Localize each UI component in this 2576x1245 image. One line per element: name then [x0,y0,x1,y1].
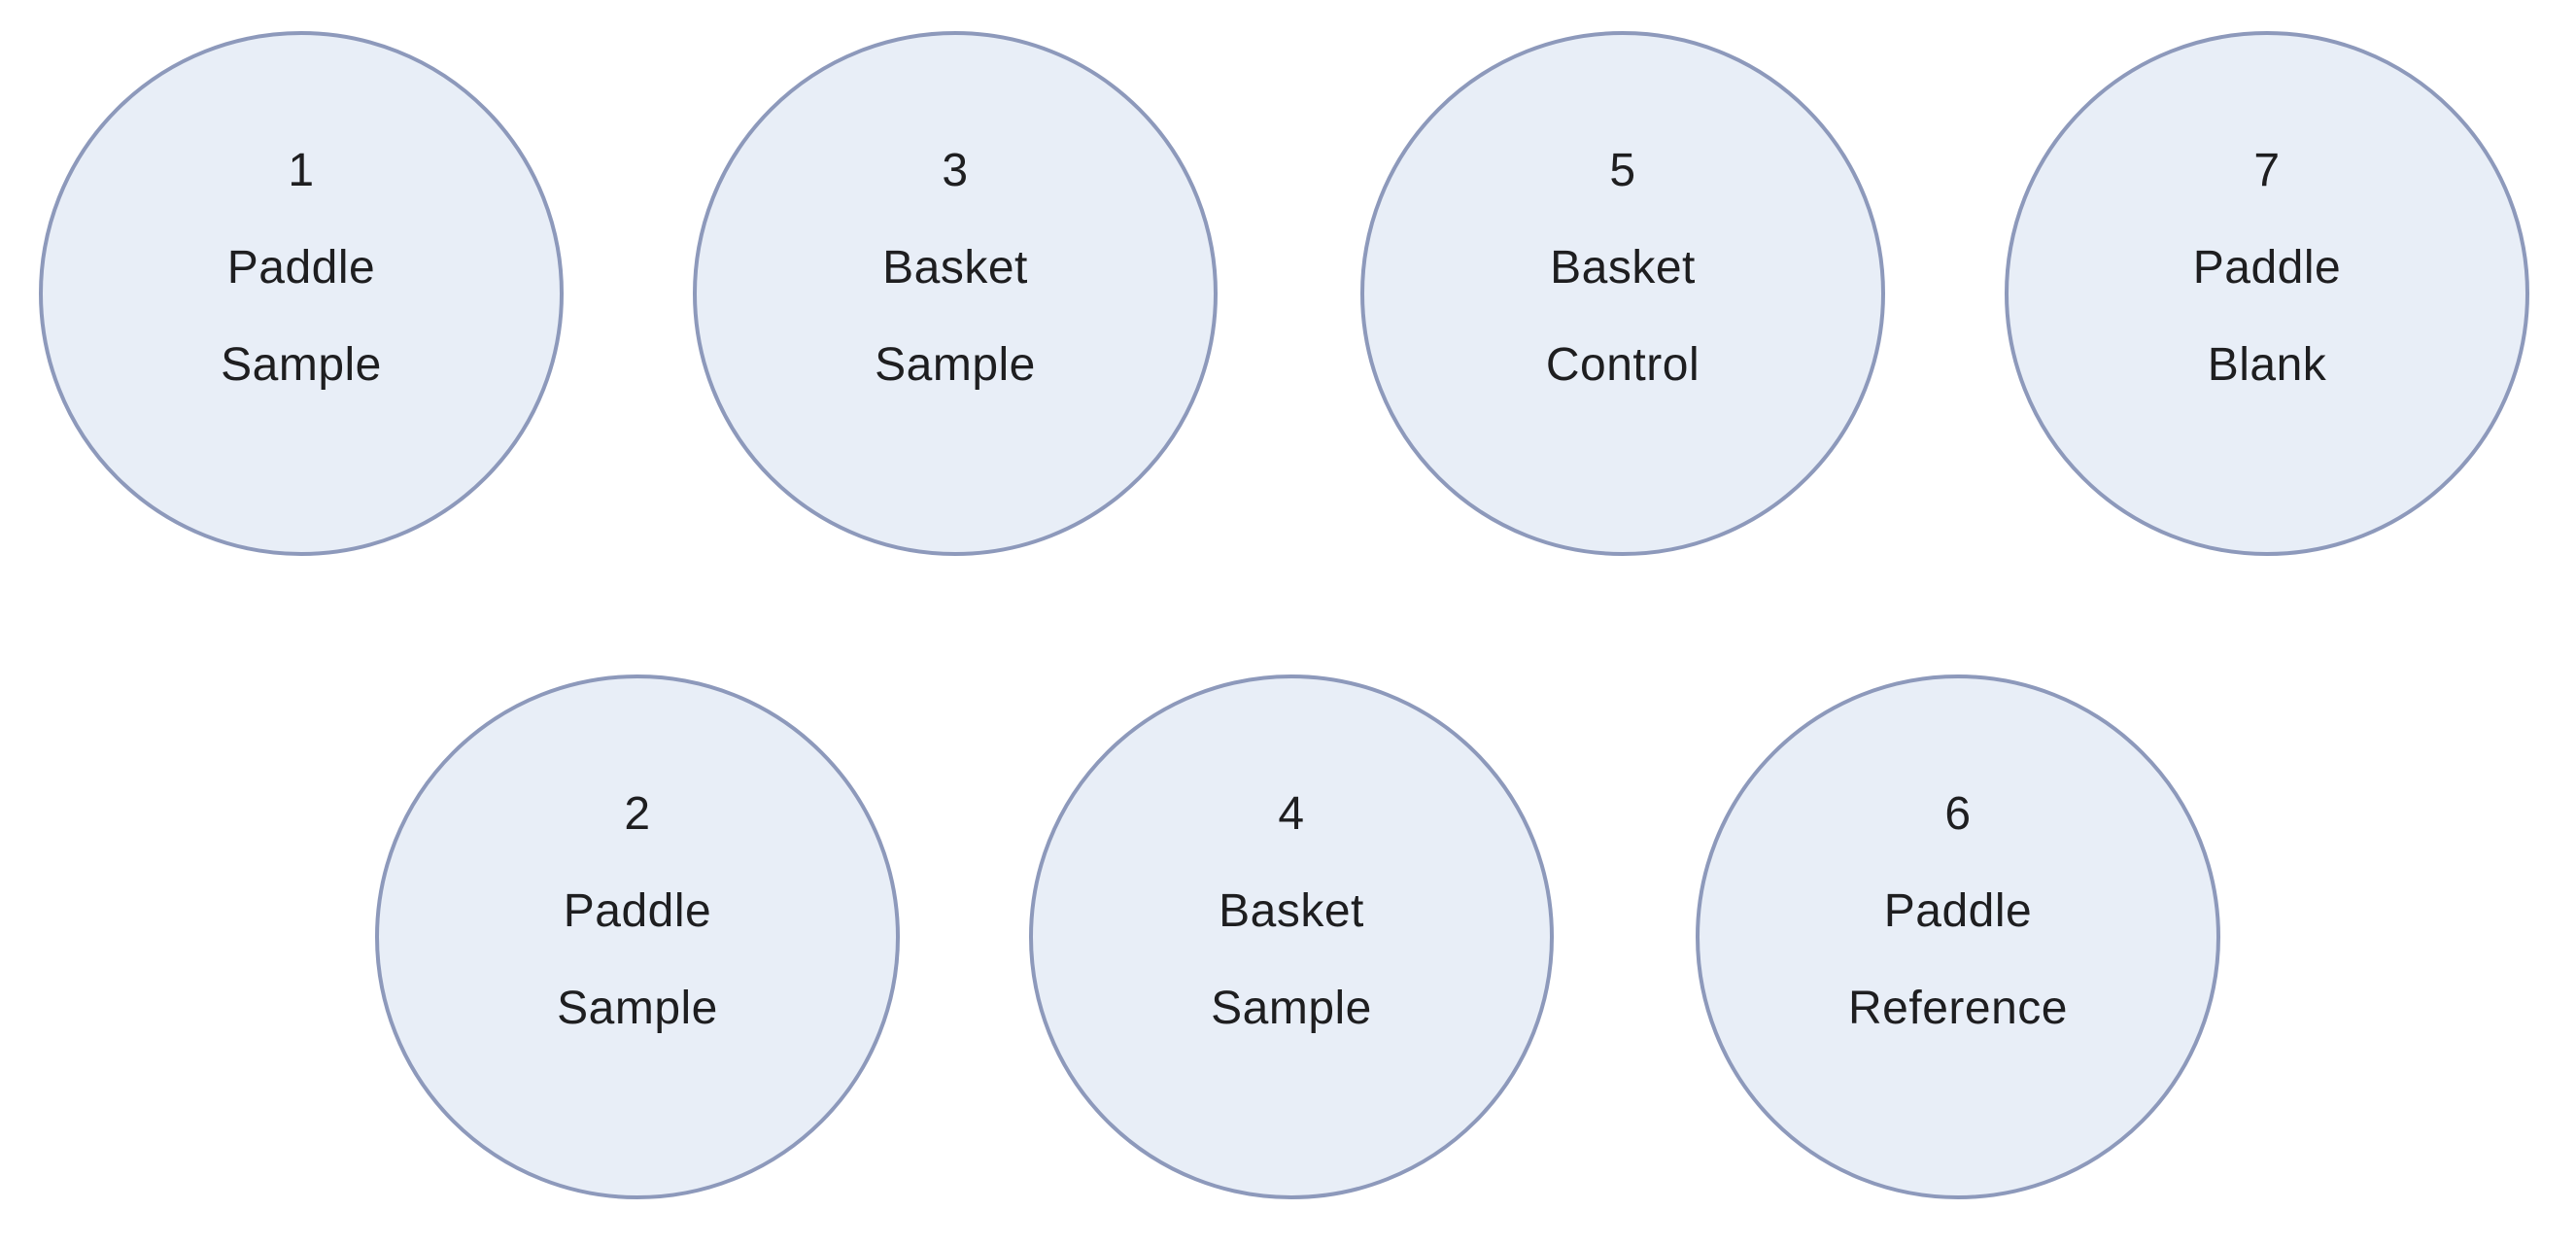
vessel-number: 2 [624,788,651,840]
vessel-role: Control [1545,339,1700,391]
vessel-label: 3 Basket Sample [875,122,1036,414]
vessel-label: 6 Paddle Reference [1848,766,2068,1057]
vessel-number: 1 [288,145,315,196]
vessel-apparatus: Paddle [226,242,376,294]
vessel-role: Reference [1848,983,2068,1034]
vessel-5: 5 Basket Control [1360,31,1885,556]
vessel-label: 2 Paddle Sample [557,766,718,1057]
vessel-4: 4 Basket Sample [1029,674,1554,1199]
vessel-apparatus: Paddle [2192,242,2342,294]
vessel-2: 2 Paddle Sample [375,674,900,1199]
vessel-label: 1 Paddle Sample [221,122,382,414]
vessel-apparatus: Basket [1219,885,1364,937]
vessel-label: 5 Basket Control [1546,122,1700,414]
vessel-apparatus: Basket [1550,242,1696,294]
vessel-label: 4 Basket Sample [1211,766,1372,1057]
vessel-apparatus: Paddle [563,885,712,937]
vessel-number: 7 [2253,145,2281,196]
vessel-number: 5 [1609,145,1636,196]
vessel-role: Sample [1211,983,1372,1034]
vessel-number: 4 [1278,788,1305,840]
vessel-role: Blank [2207,339,2327,391]
vessel-number: 3 [942,145,969,196]
vessel-1: 1 Paddle Sample [39,31,564,556]
vessel-6: 6 Paddle Reference [1696,674,2220,1199]
vessel-apparatus: Basket [882,242,1028,294]
vessel-role: Sample [221,339,382,391]
vessel-7: 7 Paddle Blank [2005,31,2529,556]
vessel-role: Sample [875,339,1036,391]
vessel-apparatus: Paddle [1883,885,2033,937]
vessel-3: 3 Basket Sample [693,31,1218,556]
vessel-label: 7 Paddle Blank [2193,122,2341,414]
vessel-role: Sample [557,983,718,1034]
vessel-number: 6 [1944,788,1972,840]
